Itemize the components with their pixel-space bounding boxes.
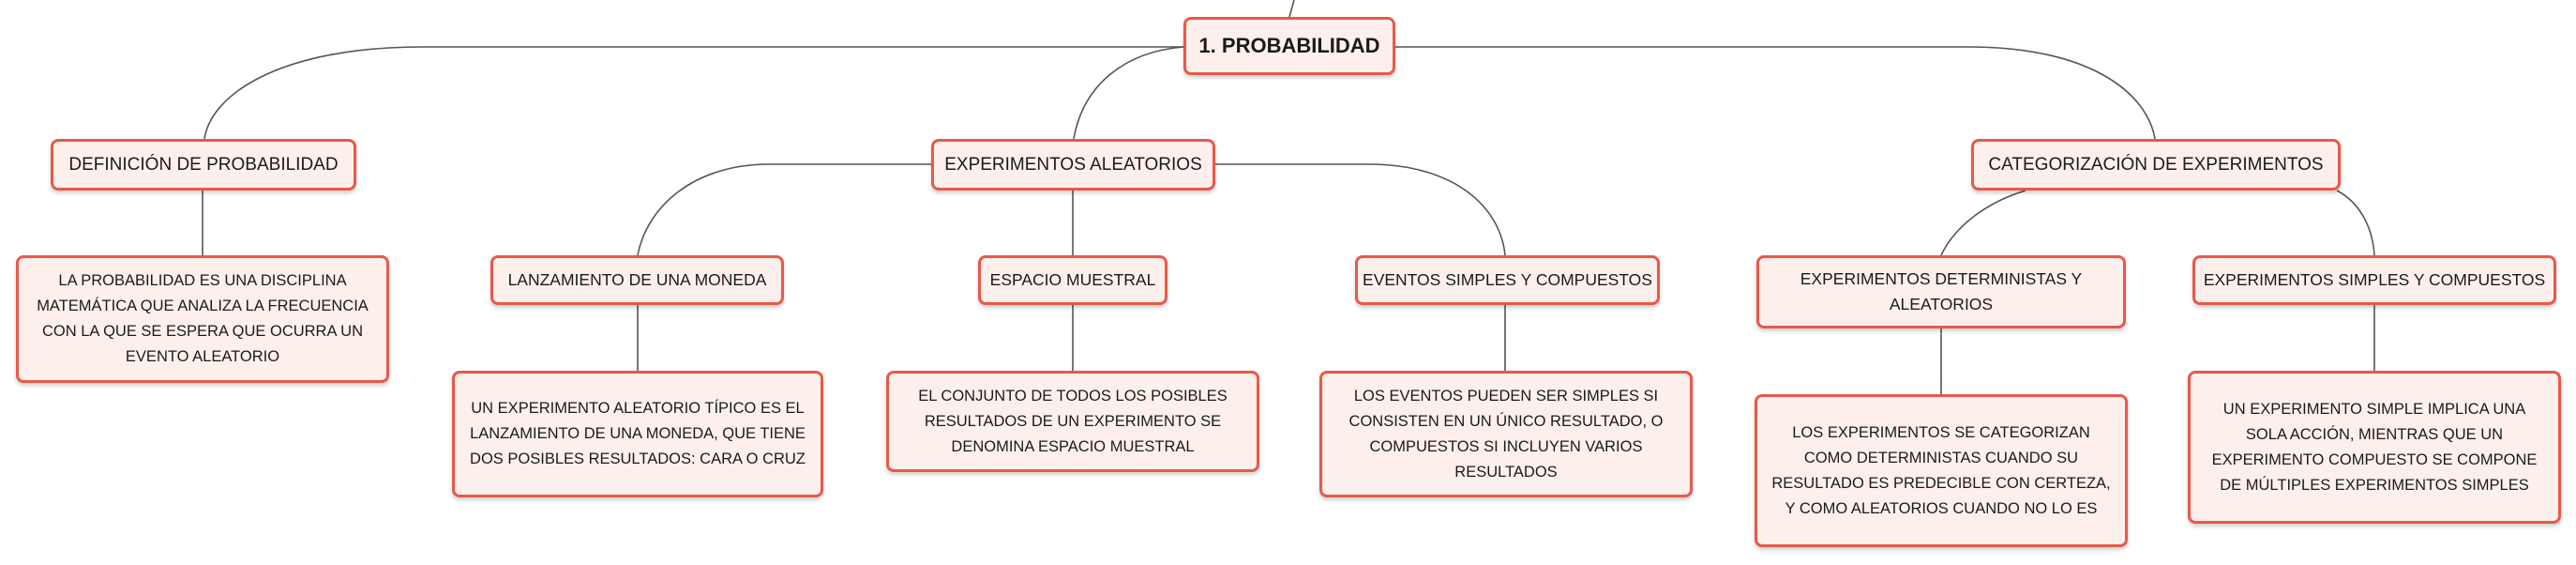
root-label: 1. PROBABILIDAD [1198,34,1380,57]
detail-experimentos-simples[interactable]: UN EXPERIMENTO SIMPLE IMPLICA UNA SOLA A… [2188,371,2561,524]
topic-experimentos-aleatorios[interactable]: EXPERIMENTOS ALEATORIOS [931,139,1215,191]
detail-definicion[interactable]: LA PROBABILIDAD ES UNA DISCIPLINA MATEMÁ… [16,255,389,383]
connector-root-categorizacion [1395,46,2156,140]
connector-experimentos-eventos [1215,163,1506,256]
subtopic-eventos-simples-compuestos[interactable]: EVENTOS SIMPLES Y COMPUESTOS [1355,255,1660,305]
subtopic-label: EXPERIMENTOS DETERMINISTAS Y ALEATORIOS [1800,269,2083,313]
detail-text: LOS EXPERIMENTOS SE CATEGORIZAN COMO DET… [1771,423,2111,517]
topic-label: DEFINICIÓN DE PROBABILIDAD [68,154,339,175]
subtopic-label: ESPACIO MUESTRAL [989,270,1156,289]
topic-label: CATEGORIZACIÓN DE EXPERIMENTOS [1988,154,2324,175]
subtopic-lanzamiento-moneda[interactable]: LANZAMIENTO DE UNA MONEDA [490,255,784,305]
detail-text: EL CONJUNTO DE TODOS LOS POSIBLES RESULT… [918,387,1228,455]
detail-text: UN EXPERIMENTO SIMPLE IMPLICA UNA SOLA A… [2211,400,2538,494]
connector-root-parent [1288,0,1295,18]
subtopic-deterministas-aleatorios[interactable]: EXPERIMENTOS DETERMINISTAS Y ALEATORIOS [1756,255,2126,328]
detail-lanzamiento-moneda[interactable]: UN EXPERIMENTO ALEATORIO TÍPICO ES EL LA… [452,371,823,497]
detail-espacio-muestral[interactable]: EL CONJUNTO DE TODOS LOS POSIBLES RESULT… [886,371,1259,472]
subtopic-label: EXPERIMENTOS SIMPLES Y COMPUESTOS [2203,270,2546,289]
subtopic-label: EVENTOS SIMPLES Y COMPUESTOS [1363,270,1652,289]
topic-categorizacion-experimentos[interactable]: CATEGORIZACIÓN DE EXPERIMENTOS [1971,139,2341,191]
topic-label: EXPERIMENTOS ALEATORIOS [944,154,1202,175]
connector-categorizacion-simples [2336,190,2375,256]
detail-deterministas[interactable]: LOS EXPERIMENTOS SE CATEGORIZAN COMO DET… [1755,394,2128,547]
root-node-probabilidad[interactable]: 1. PROBABILIDAD [1183,17,1395,75]
detail-text: LA PROBABILIDAD ES UNA DISCIPLINA MATEMÁ… [37,272,369,365]
connector-root-definicion [203,46,1183,140]
connector-root-experimentos [1073,46,1184,140]
detail-text: LOS EVENTOS PUEDEN SER SIMPLES SI CONSIS… [1348,387,1664,481]
connector-experimentos-moneda [637,163,931,256]
topic-definicion-probabilidad[interactable]: DEFINICIÓN DE PROBABILIDAD [51,139,356,191]
subtopic-experimentos-simples-compuestos[interactable]: EXPERIMENTOS SIMPLES Y COMPUESTOS [2192,255,2556,305]
subtopic-label: LANZAMIENTO DE UNA MONEDA [507,270,767,289]
connector-categorizacion-deterministas [1940,190,2026,256]
subtopic-espacio-muestral[interactable]: ESPACIO MUESTRAL [978,255,1167,305]
detail-eventos[interactable]: LOS EVENTOS PUEDEN SER SIMPLES SI CONSIS… [1319,371,1693,497]
detail-text: UN EXPERIMENTO ALEATORIO TÍPICO ES EL LA… [470,400,806,467]
